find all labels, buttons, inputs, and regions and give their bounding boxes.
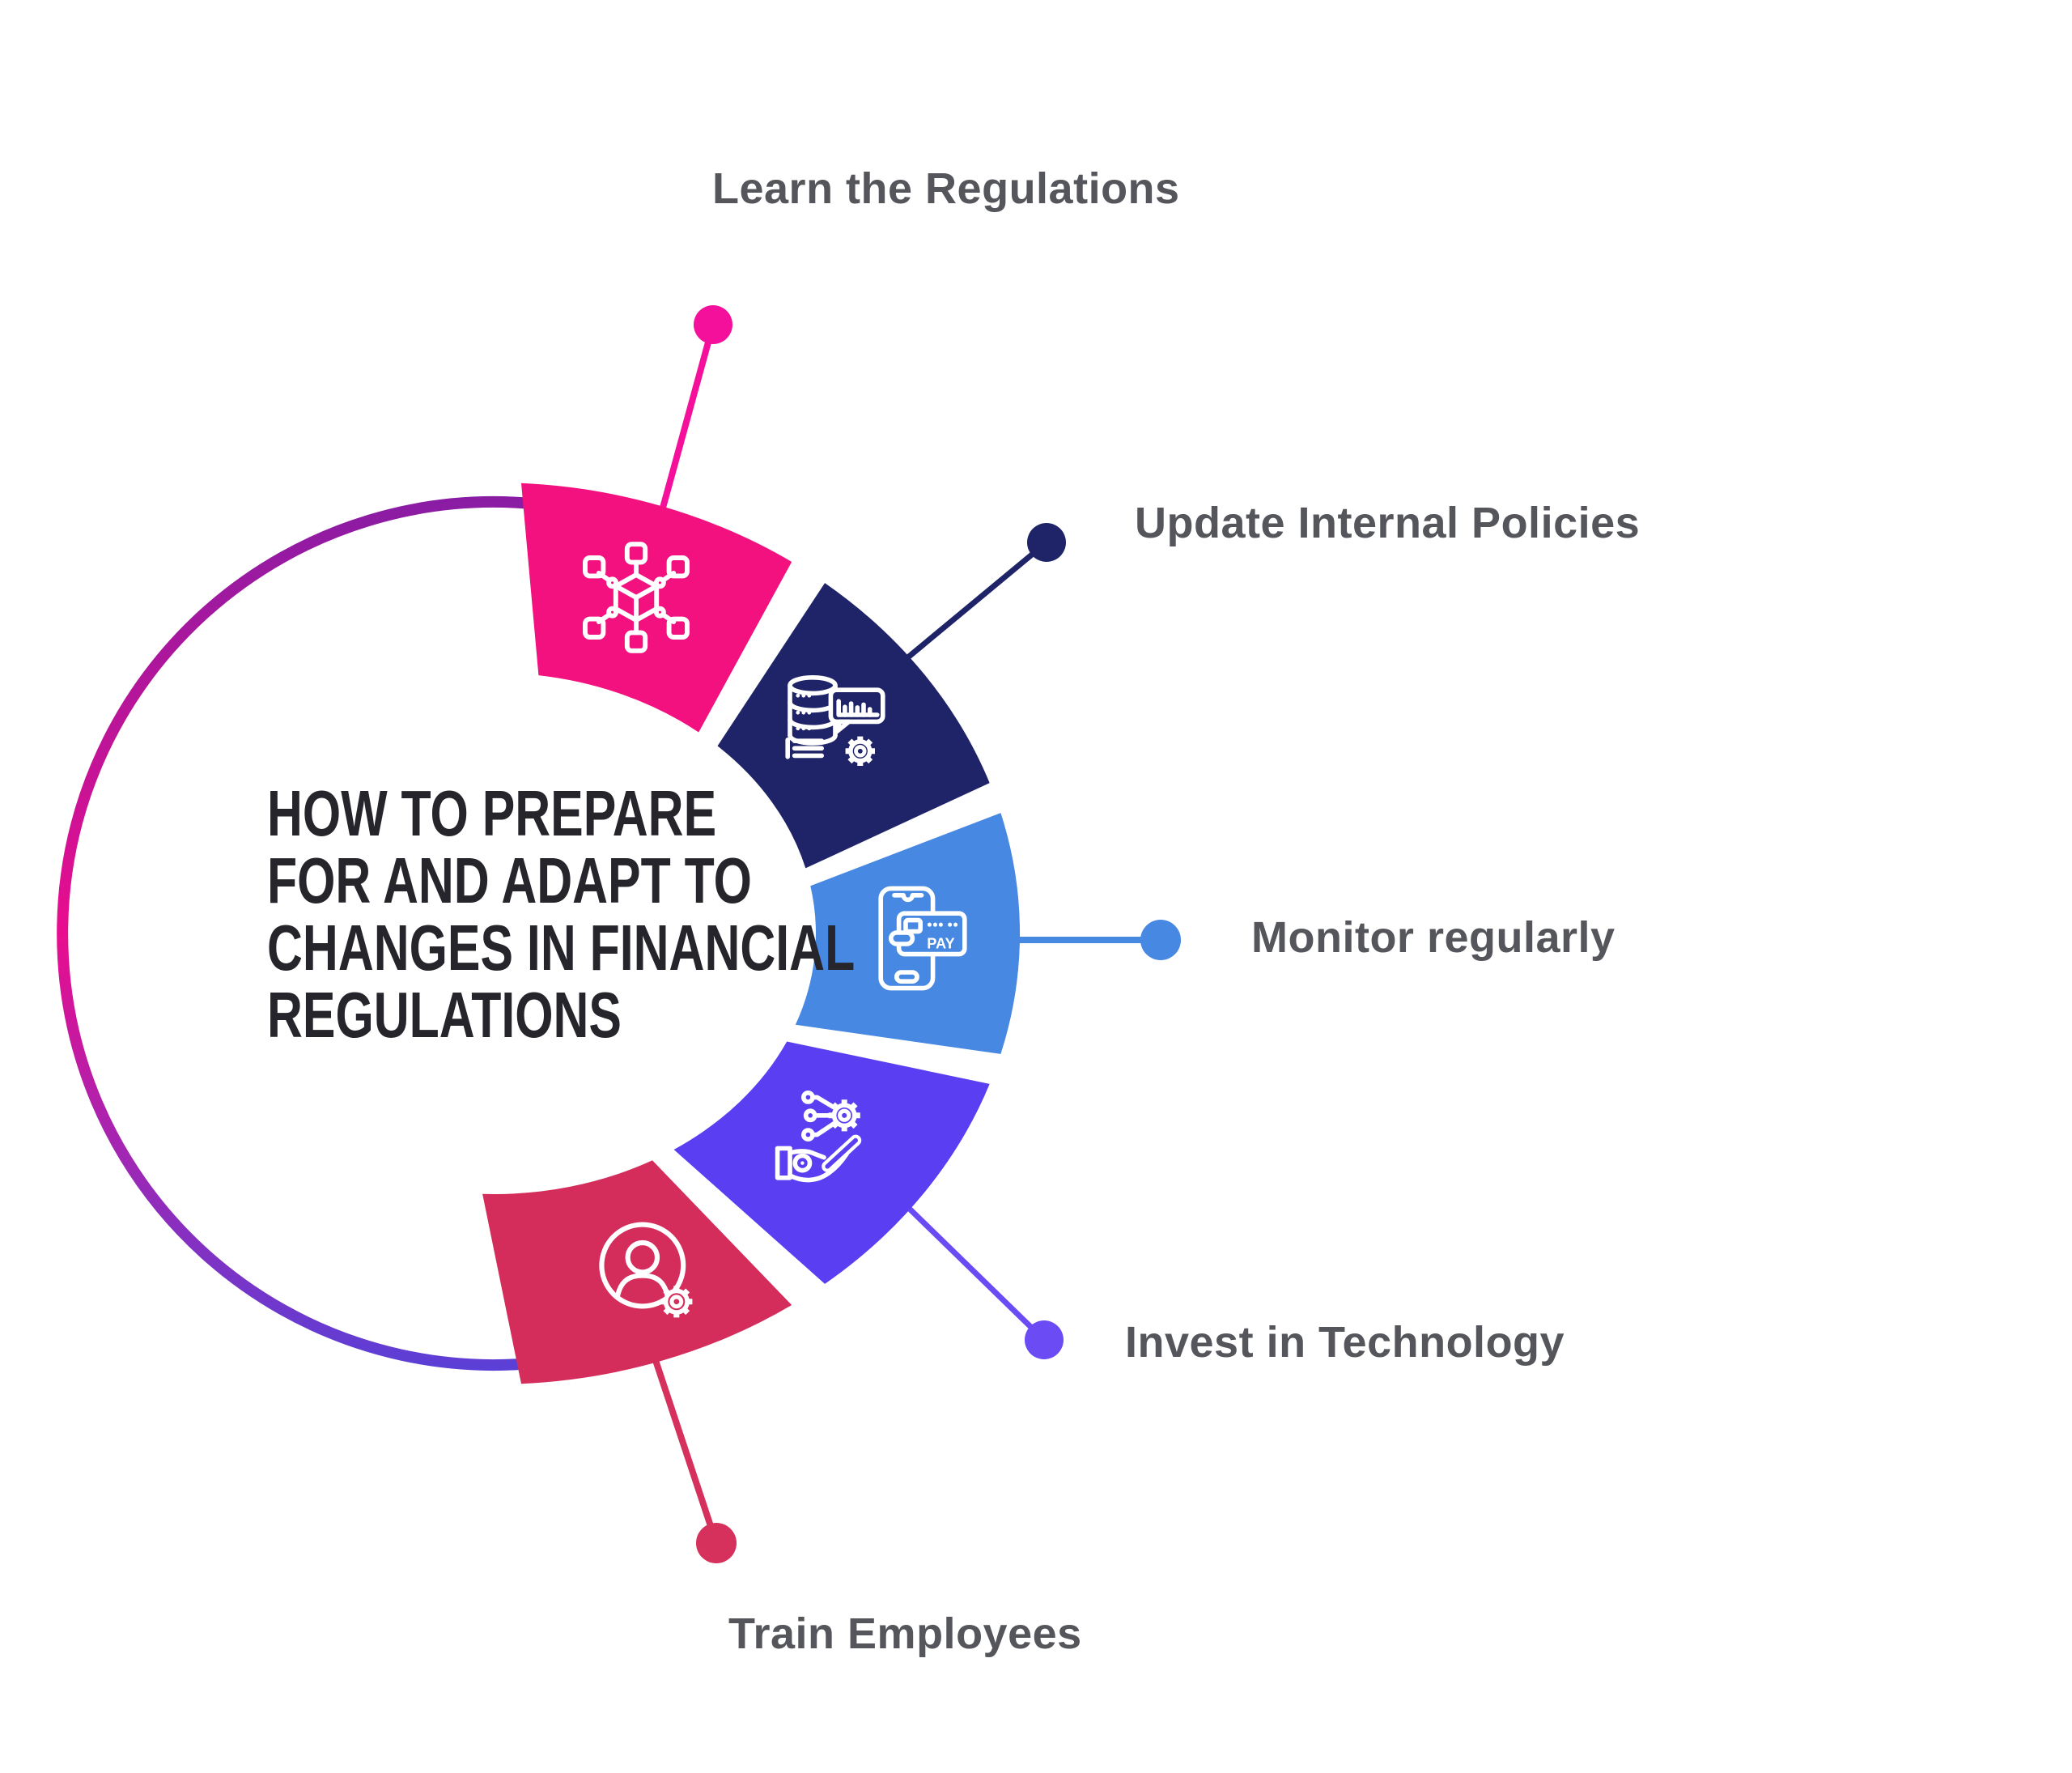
dot-monitor-regularly: [1140, 920, 1181, 960]
dot-train-employees: [696, 1523, 737, 1563]
step-label-monitor-regularly: Monitor regularly: [1251, 913, 1616, 962]
step-label-train-employees: Train Employees: [728, 1609, 1082, 1658]
database-analytics-gear-icon: [779, 670, 892, 783]
title-line: HOW TO PREPARE: [267, 777, 717, 849]
user-gear-icon: [589, 1214, 703, 1328]
network-cube-icon: [580, 541, 693, 654]
connector-learn-the-regulations: [652, 323, 716, 536]
mobile-payment-icon: PAY: [860, 882, 974, 995]
title-line: CHANGES IN FINANCIAL: [267, 912, 856, 984]
title-line: FOR AND ADAPT TO: [267, 844, 752, 916]
dot-learn-the-regulations: [694, 305, 732, 344]
robotic-hand-gear-icon: [773, 1085, 886, 1198]
connector-update-internal-policies: [888, 540, 1049, 674]
step-label-learn-the-regulations: Learn the Regulations: [712, 164, 1180, 213]
step-label-invest-in-technology: Invest in Technology: [1125, 1318, 1565, 1367]
dot-invest-in-technology: [1025, 1320, 1064, 1359]
gradient-ring: [57, 496, 540, 1371]
connector-invest-in-technology: [888, 1188, 1047, 1342]
pay-text: PAY: [927, 936, 954, 952]
title-line: REGULATIONS: [267, 979, 622, 1051]
wedge-update-internal-policies: [717, 583, 990, 869]
center-title: HOW TO PREPARE FOR AND ADAPT TO CHANGES …: [267, 780, 855, 1048]
step-label-update-internal-policies: Update Internal Policies: [1135, 499, 1641, 547]
dot-update-internal-policies: [1027, 523, 1066, 562]
